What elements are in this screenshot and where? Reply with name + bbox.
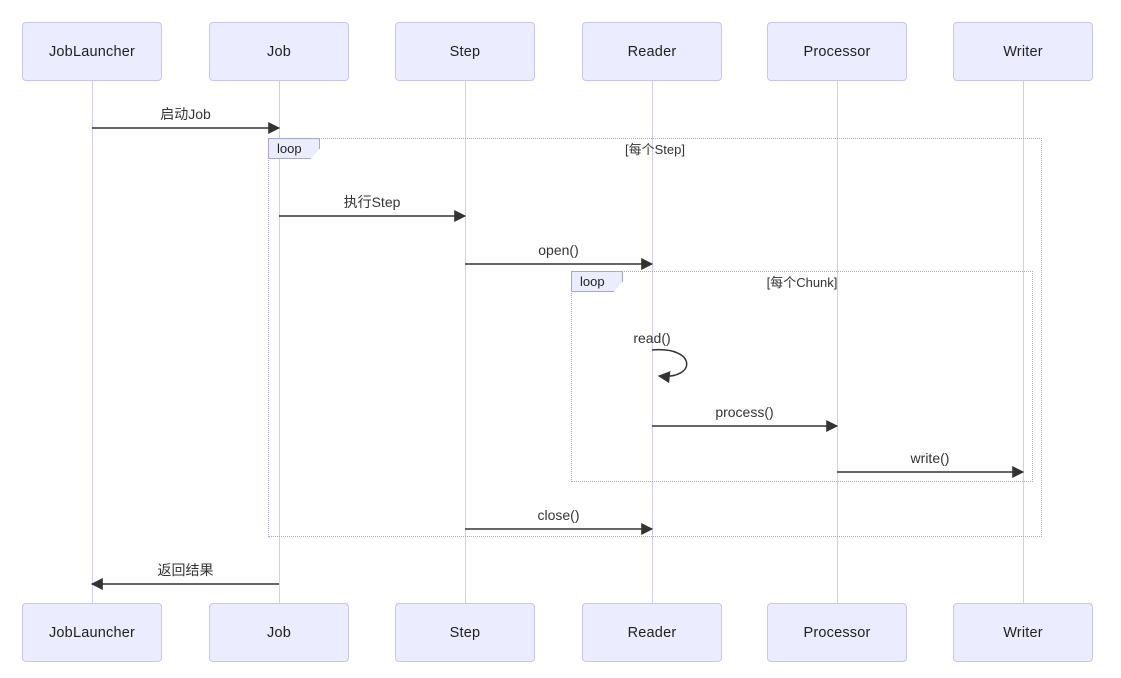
actor-label: Writer xyxy=(1003,624,1043,641)
loop-frame xyxy=(268,138,1042,537)
actor-box-writer-bottom: Writer xyxy=(953,603,1093,662)
message-label: close() xyxy=(537,507,580,523)
lifeline-reader xyxy=(652,81,653,603)
actor-box-processor-bottom: Processor xyxy=(767,603,907,662)
message-label: read() xyxy=(633,330,671,346)
actor-label: JobLauncher xyxy=(48,43,136,60)
actor-label: Job xyxy=(267,624,291,641)
actor-box-step-top: Step xyxy=(395,22,535,81)
actor-label: JobLauncher xyxy=(48,624,136,641)
actor-box-job-bottom: Job xyxy=(209,603,349,662)
loop-label-tab: loop xyxy=(268,138,320,159)
lifeline-joblauncher xyxy=(92,81,93,603)
message-label: open() xyxy=(538,242,579,258)
actor-label: Processor xyxy=(803,624,871,641)
message-label: 返回结果 xyxy=(157,562,214,578)
actor-box-step-bottom: Step xyxy=(395,603,535,662)
actor-box-job-top: Job xyxy=(209,22,349,81)
message-label: 启动Job xyxy=(160,106,211,122)
actor-label: Processor xyxy=(803,43,871,60)
loop-frame xyxy=(571,271,1033,482)
actor-box-writer-top: Writer xyxy=(953,22,1093,81)
lifeline-job xyxy=(279,81,280,603)
loop-label-tab: loop xyxy=(571,271,623,292)
actor-box-reader-top: Reader xyxy=(582,22,722,81)
actor-label: Reader xyxy=(627,624,677,641)
lifeline-writer xyxy=(1023,81,1024,603)
message-label: write() xyxy=(910,450,950,466)
message-label: 执行Step xyxy=(343,194,401,210)
actor-label: Step xyxy=(449,43,481,60)
actor-box-reader-bottom: Reader xyxy=(582,603,722,662)
lifeline-processor xyxy=(837,81,838,603)
actor-label: Step xyxy=(449,624,481,641)
message-label: process() xyxy=(715,404,774,420)
actor-label: Writer xyxy=(1003,43,1043,60)
lifeline-step xyxy=(465,81,466,603)
actor-box-joblauncher-bottom: JobLauncher xyxy=(22,603,162,662)
loop-condition: [每个Chunk] xyxy=(766,275,838,290)
actor-label: Reader xyxy=(627,43,677,60)
actor-box-processor-top: Processor xyxy=(767,22,907,81)
actor-label: Job xyxy=(267,43,291,60)
loop-condition: [每个Step] xyxy=(625,142,685,157)
actor-box-joblauncher-top: JobLauncher xyxy=(22,22,162,81)
